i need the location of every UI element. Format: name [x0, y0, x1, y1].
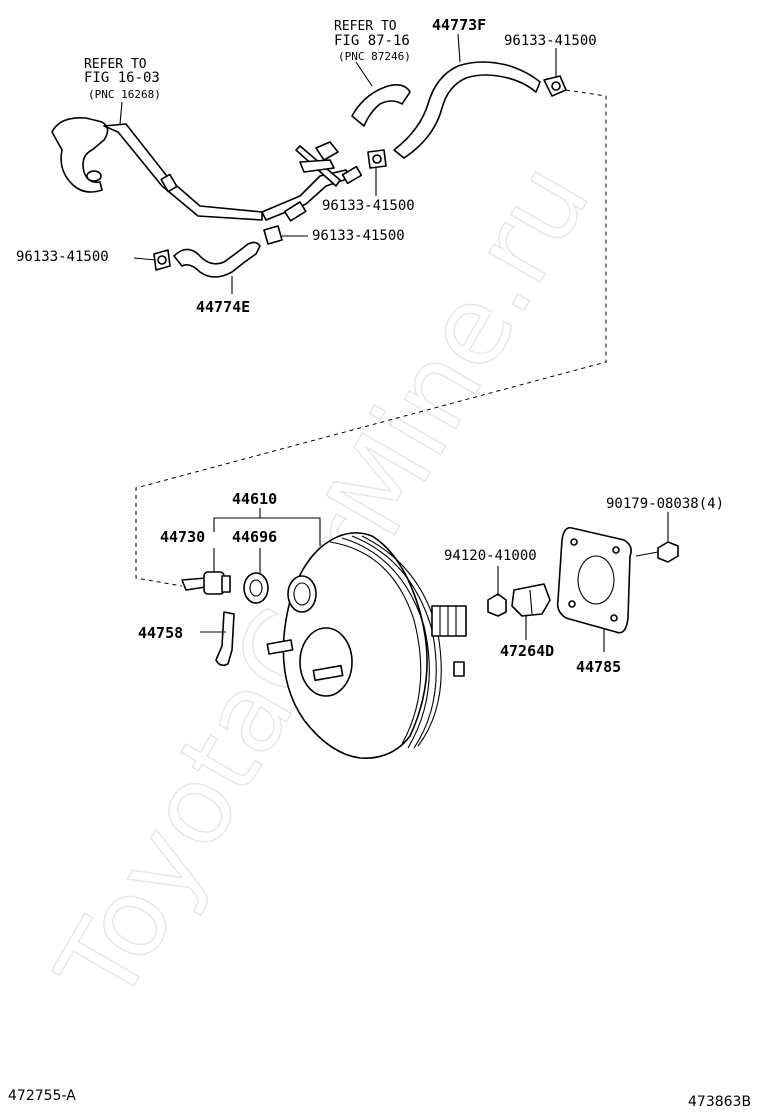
- footer-left-code: 472755-A: [8, 1088, 76, 1104]
- clip-96133-mid: [367, 149, 387, 169]
- ref-87-16-line2: FIG 87-16: [334, 33, 410, 49]
- footer-right-code: 473863B: [688, 1094, 751, 1110]
- label-44730: 44730: [160, 528, 205, 546]
- clip-96133-top: [543, 75, 567, 97]
- leader-44773f: [457, 33, 461, 63]
- ref-16-03-line1: REFER TO: [84, 57, 147, 72]
- leader-ref-16-03: [119, 101, 123, 125]
- label-44758: 44758: [138, 624, 183, 642]
- gasket-44785: [556, 526, 632, 634]
- leader-ref-87-16: [355, 61, 373, 87]
- label-44774e: 44774E: [196, 298, 250, 316]
- clevis-47264d: [511, 583, 551, 617]
- nut-90179: [657, 541, 679, 563]
- bracket-44610: [213, 517, 321, 546]
- ref-87-16-line3: (PNC 87246): [338, 50, 411, 63]
- label-44773f: 44773F: [432, 16, 486, 34]
- hose-ref-87-16: [351, 84, 411, 127]
- label-96133-low: 96133-41500: [312, 228, 405, 244]
- label-44696: 44696: [232, 528, 277, 546]
- label-94120: 94120-41000: [444, 548, 537, 564]
- label-96133-mid: 96133-41500: [322, 198, 415, 214]
- label-44785: 44785: [576, 658, 621, 676]
- ref-87-16-line1: REFER TO: [334, 19, 397, 34]
- leader-96133-left: [133, 257, 157, 261]
- label-96133-top: 96133-41500: [504, 33, 597, 49]
- hose-44774e: [173, 241, 261, 278]
- clip-96133-left: [153, 249, 171, 271]
- check-valve-44730: [181, 571, 231, 595]
- nut-94120: [487, 593, 507, 617]
- grommet-44696: [243, 572, 269, 604]
- bracket-44758: [215, 611, 235, 667]
- label-96133-left: 96133-41500: [16, 249, 109, 265]
- connection-dashed-line: [135, 89, 607, 587]
- brake-booster-body: [266, 532, 467, 759]
- label-44610: 44610: [232, 490, 277, 508]
- label-47264d: 47264D: [500, 642, 554, 660]
- hose-44773f: [393, 61, 541, 159]
- leader-nut-to-gasket: [635, 551, 659, 557]
- clip-96133-low: [263, 225, 283, 245]
- label-90179: 90179-08038(4): [606, 496, 724, 512]
- vacuum-pipe-left: [51, 116, 363, 222]
- ref-16-03-line2: FIG 16-03: [84, 70, 160, 86]
- ref-16-03-line3: (PNC 16268): [88, 88, 161, 101]
